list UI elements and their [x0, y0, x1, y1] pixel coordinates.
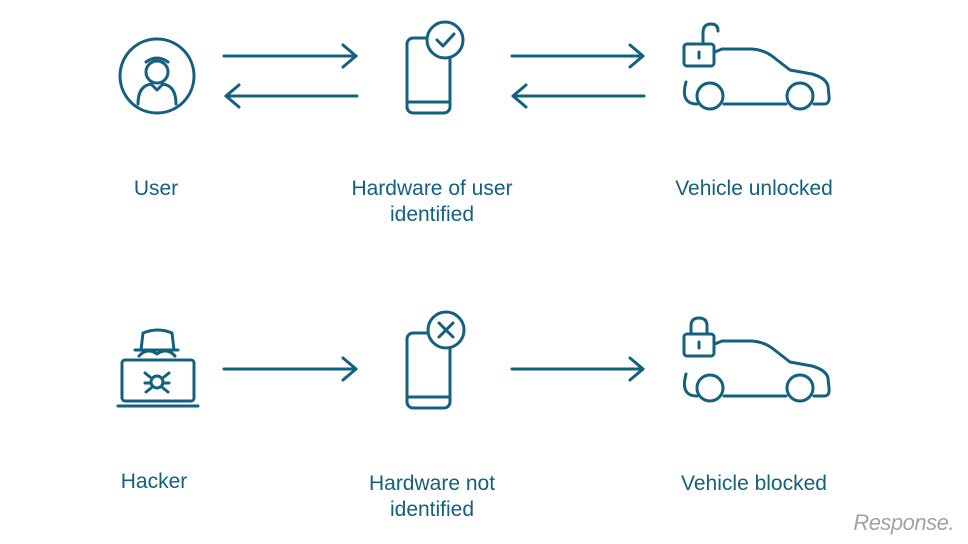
phone-x-icon: [405, 310, 466, 410]
label-user: User: [104, 176, 208, 202]
label-line: Vehicle unlocked: [675, 177, 833, 200]
user-icon: [118, 37, 196, 115]
watermark-logo: Response.: [853, 510, 954, 535]
label-line: User: [133, 177, 179, 200]
car-unlocked-icon: [682, 22, 831, 111]
label-hardware-not-identified: Hardware not identified: [330, 471, 534, 523]
bidirectional-arrow-2: [510, 43, 646, 109]
label-hacker: Hacker: [100, 469, 208, 495]
label-line: Hardware not: [368, 472, 496, 495]
label-vehicle-blocked: Vehicle blocked: [650, 471, 858, 497]
label-line: identified: [389, 498, 475, 521]
label-vehicle-unlocked: Vehicle unlocked: [644, 176, 864, 202]
label-hardware-identified: Hardware of user identified: [318, 176, 546, 228]
arrow-4: [510, 356, 645, 382]
bidirectional-arrow-1: [222, 43, 359, 109]
label-line: Hardware of user: [351, 177, 513, 200]
label-line: identified: [389, 203, 475, 226]
label-line: Hacker: [120, 470, 188, 493]
car-locked-icon: [682, 316, 831, 403]
phone-check-icon: [405, 20, 465, 115]
label-line: Vehicle blocked: [681, 472, 827, 495]
arrow-3: [222, 356, 358, 382]
hacker-laptop-icon: [116, 328, 200, 408]
